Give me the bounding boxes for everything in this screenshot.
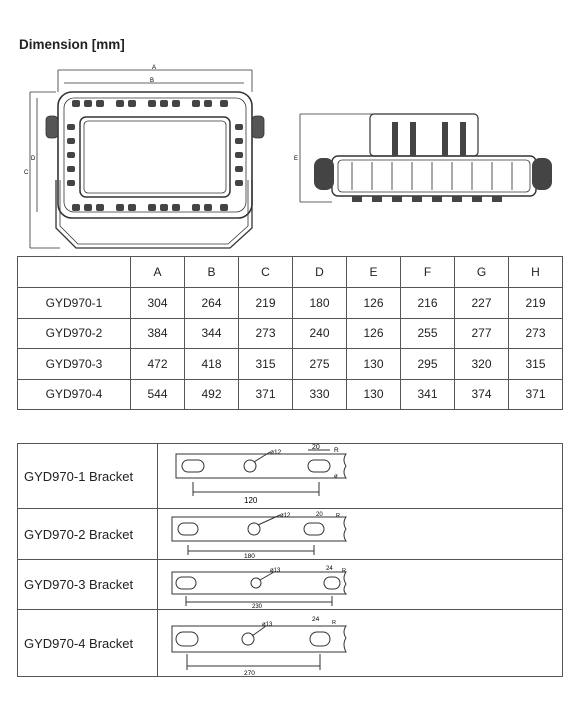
table-header-row: A B C D E F G H	[17, 256, 563, 288]
bracket-slot: 24	[326, 566, 333, 572]
column-header: D	[292, 256, 347, 288]
bracket-slot-height: ø	[334, 474, 338, 480]
value-cell: 264	[184, 287, 239, 319]
value-cell: 544	[130, 378, 185, 410]
bracket-label: GYD970-2 Bracket	[17, 508, 158, 560]
value-cell: 275	[292, 348, 347, 380]
bracket-drawing-cell: 270 ø13 24 R	[157, 609, 563, 677]
bracket-radius: R	[334, 447, 339, 454]
value-cell: 295	[400, 348, 455, 380]
model-cell: GYD970-2	[17, 317, 131, 349]
dim-label-a: A	[152, 65, 156, 71]
column-header: E	[346, 256, 401, 288]
value-cell: 273	[238, 317, 293, 349]
bracket-length: 230	[252, 604, 263, 609]
model-cell: GYD970-3	[17, 348, 131, 380]
bracket-radius: R	[342, 568, 346, 574]
value-cell: 374	[454, 378, 509, 410]
value-cell: 371	[508, 378, 563, 410]
front-view-drawing: A B C D	[24, 65, 265, 249]
value-cell: 227	[454, 287, 509, 319]
bracket-hole: ø13	[262, 622, 273, 628]
bracket-table: GYD970-1 Bracket 120 ø12 20 R ø	[17, 443, 563, 677]
value-cell: 320	[454, 348, 509, 380]
bracket-length: 120	[244, 496, 258, 505]
table-row: GYD970-1 304 264 219 180 126 216 227 219	[17, 287, 563, 319]
value-cell: 126	[346, 317, 401, 349]
bracket-label: GYD970-3 Bracket	[17, 559, 158, 610]
bracket-drawing: 230 ø13 24 R	[171, 566, 348, 609]
value-cell: 371	[238, 378, 293, 410]
bracket-slot: 20	[312, 444, 320, 451]
model-cell: GYD970-4	[17, 378, 131, 410]
bracket-drawing: 180 ø12 20 R	[171, 512, 347, 559]
bracket-hole: ø13	[270, 568, 281, 574]
value-cell: 304	[130, 287, 185, 319]
bracket-drawing-cell: 180 ø12 20 R	[157, 508, 563, 560]
bracket-hole: ø12	[280, 513, 291, 519]
value-cell: 492	[184, 378, 239, 410]
value-cell: 384	[130, 317, 185, 349]
value-cell: 219	[508, 287, 563, 319]
value-cell: 315	[238, 348, 293, 380]
value-cell: 341	[400, 378, 455, 410]
dim-label-c: C	[24, 170, 29, 176]
table-row: GYD970-3 472 418 315 275 130 295 320 315	[17, 348, 563, 380]
side-view-drawing: E	[294, 113, 552, 203]
value-cell: 344	[184, 317, 239, 349]
bracket-slot: 24	[312, 616, 320, 623]
bracket-label: GYD970-4 Bracket	[17, 609, 158, 677]
column-header: A	[130, 256, 185, 288]
value-cell: 180	[292, 287, 347, 319]
dim-label-b: B	[150, 78, 154, 84]
bracket-drawing-cell: 230 ø13 24 R	[157, 559, 563, 610]
bracket-slot: 20	[316, 512, 323, 518]
bracket-radius: R	[332, 620, 336, 626]
bracket-radius: R	[336, 513, 340, 519]
header-blank	[17, 256, 131, 288]
bracket-drawing: 120 ø12 20 R ø	[175, 444, 347, 505]
value-cell: 273	[508, 317, 563, 349]
value-cell: 472	[130, 348, 185, 380]
column-header: H	[508, 256, 563, 288]
bracket-hole: ø12	[270, 449, 282, 456]
bracket-row: GYD970-1 Bracket 120 ø12 20 R ø	[17, 443, 563, 509]
column-header: C	[238, 256, 293, 288]
bracket-length: 270	[244, 670, 255, 676]
bracket-row: GYD970-2 Bracket 180 ø12 20 R	[17, 508, 563, 560]
column-header: B	[184, 256, 239, 288]
value-cell: 315	[508, 348, 563, 380]
value-cell: 219	[238, 287, 293, 319]
table-row: GYD970-4 544 492 371 330 130 341 374 371	[17, 378, 563, 410]
page-title: Dimension [mm]	[19, 37, 125, 52]
bracket-row: GYD970-3 Bracket 230 ø13 24 R	[17, 559, 563, 610]
model-cell: GYD970-1	[17, 287, 131, 319]
dimension-table: A B C D E F G H GYD970-1 304 264 219 180…	[17, 256, 563, 410]
bracket-length: 180	[244, 553, 255, 559]
value-cell: 130	[346, 348, 401, 380]
value-cell: 418	[184, 348, 239, 380]
value-cell: 126	[346, 287, 401, 319]
dim-label-e: E	[294, 156, 298, 162]
bracket-drawing: 270 ø13 24 R	[171, 616, 347, 676]
column-header: G	[454, 256, 509, 288]
bracket-row: GYD970-4 Bracket 270 ø13 24 R	[17, 609, 563, 677]
table-row: GYD970-2 384 344 273 240 126 255 277 273	[17, 317, 563, 349]
value-cell: 255	[400, 317, 455, 349]
value-cell: 330	[292, 378, 347, 410]
value-cell: 277	[454, 317, 509, 349]
value-cell: 216	[400, 287, 455, 319]
bracket-label: GYD970-1 Bracket	[17, 443, 158, 509]
column-header: F	[400, 256, 455, 288]
dim-label-d: D	[31, 156, 36, 162]
bracket-drawing-cell: 120 ø12 20 R ø	[157, 443, 563, 509]
value-cell: 240	[292, 317, 347, 349]
value-cell: 130	[346, 378, 401, 410]
